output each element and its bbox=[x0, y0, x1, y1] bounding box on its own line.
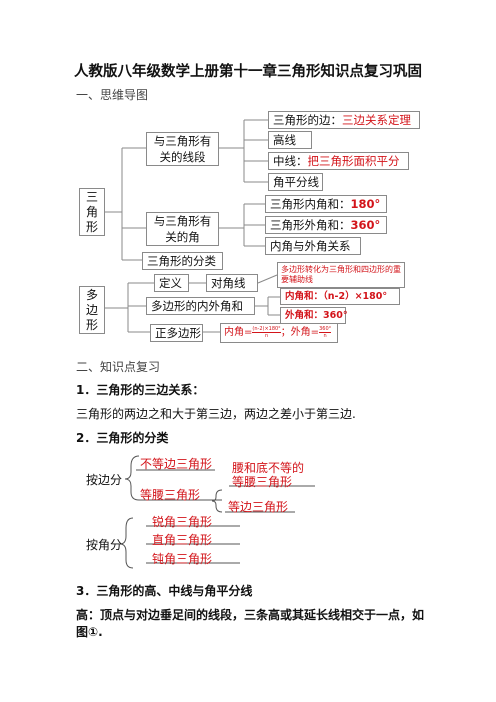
outer-frac-den: n bbox=[323, 332, 327, 339]
page-title: 人教版八年级数学上册第十一章三角形知识点复习巩固 bbox=[74, 64, 422, 80]
mindmap-definition: 定义 bbox=[154, 274, 189, 292]
classify-by-side: 按边分 bbox=[86, 473, 123, 487]
inner-frac-num: (n-2)×180° bbox=[252, 325, 281, 333]
mindmap-angle-group: 与三角形有关的角 bbox=[146, 212, 219, 246]
item2-heading: 2．三角形的分类 bbox=[76, 431, 169, 445]
mindmap-classification: 三角形的分类 bbox=[142, 252, 223, 270]
mindmap-root-triangle: 三角形 bbox=[79, 188, 105, 236]
outer-prefix: 三角形外角和： bbox=[270, 218, 351, 232]
mindmap-root-polygon: 多边形 bbox=[79, 286, 105, 334]
inner-frac-den: n bbox=[264, 332, 269, 339]
inner-prefix: 三角形内角和： bbox=[270, 197, 351, 211]
mindmap-segment-group: 与三角形有关的线段 bbox=[146, 132, 219, 166]
item3-text-line1: 高：顶点与对边垂足间的线段，三条高或其延长线相交于一点，如 bbox=[76, 608, 425, 622]
item3-text-line2: 图①. bbox=[76, 625, 103, 639]
classify-obtuse: 钝角三角形 bbox=[152, 552, 213, 566]
mindmap-triangle-side: 三角形的边：三边关系定理 bbox=[268, 111, 420, 129]
section-mindmap-heading: 一、思维导图 bbox=[76, 88, 149, 102]
classify-isosceles: 等腰三角形 bbox=[140, 488, 201, 502]
mindmap-diagonal-note: 多边形转化为三角形和四边形的重要辅助线 bbox=[277, 262, 405, 288]
mindmap-polygon-outer-sum: 外角和：360° bbox=[280, 307, 348, 324]
mindmap-inner-outer-relation: 内角与外角关系 bbox=[265, 237, 361, 255]
mindmap-outer-angle-sum: 三角形外角和：360° bbox=[265, 216, 387, 234]
classify-by-angle: 按角分 bbox=[86, 538, 123, 552]
classify-equilateral: 等边三角形 bbox=[228, 500, 289, 514]
classify-isosceles-non-equal-2: 等腰三角形 bbox=[232, 475, 293, 489]
mindmap-altitude: 高线 bbox=[268, 131, 312, 149]
mindmap-median: 中线：把三角形面积平分 bbox=[268, 152, 409, 170]
mindmap-polygon-inner-sum: 内角和：（n-2）×180° bbox=[280, 288, 400, 305]
mindmap-diagonal: 对角线 bbox=[206, 274, 258, 292]
side-theorem: 三边关系定理 bbox=[342, 113, 411, 127]
mindmap-regular-formula: 内角=(n-2)×180°n；外角=360°n bbox=[220, 323, 338, 343]
mindmap-inner-angle-sum: 三角形内角和：180° bbox=[265, 195, 387, 213]
regular-inner-fraction: (n-2)×180°n bbox=[252, 325, 281, 339]
section-review-heading: 二、知识点复习 bbox=[76, 360, 161, 374]
regular-inner-label: 内角= bbox=[224, 327, 253, 338]
side-prefix: 三角形的边： bbox=[273, 113, 342, 127]
classify-isosceles-non-equal: 腰和底不等的 bbox=[232, 461, 305, 475]
outer-value: 360° bbox=[350, 218, 381, 232]
classify-acute: 锐角三角形 bbox=[152, 515, 213, 529]
median-note: 把三角形面积平分 bbox=[307, 154, 400, 168]
inner-value: 180° bbox=[350, 197, 381, 211]
outer-frac-num: 360° bbox=[319, 325, 332, 333]
classify-scalene: 不等边三角形 bbox=[140, 457, 213, 471]
item3-heading: 3．三角形的高、中线与角平分线 bbox=[76, 584, 253, 598]
regular-outer-fraction: 360°n bbox=[319, 325, 332, 339]
item1-text: 三角形的两边之和大于第三边，两边之差小于第三边. bbox=[76, 407, 356, 421]
mindmap-polygon-angles: 多边形的内外角和 bbox=[146, 297, 255, 315]
median-prefix: 中线： bbox=[273, 154, 308, 168]
classify-right: 直角三角形 bbox=[152, 533, 213, 547]
mindmap-regular-polygon: 正多边形 bbox=[150, 324, 203, 342]
regular-separator: ；外角= bbox=[280, 327, 320, 338]
mindmap-angle-bisector: 角平分线 bbox=[268, 173, 323, 191]
item1-heading: 1．三角形的三边关系： bbox=[76, 383, 205, 397]
